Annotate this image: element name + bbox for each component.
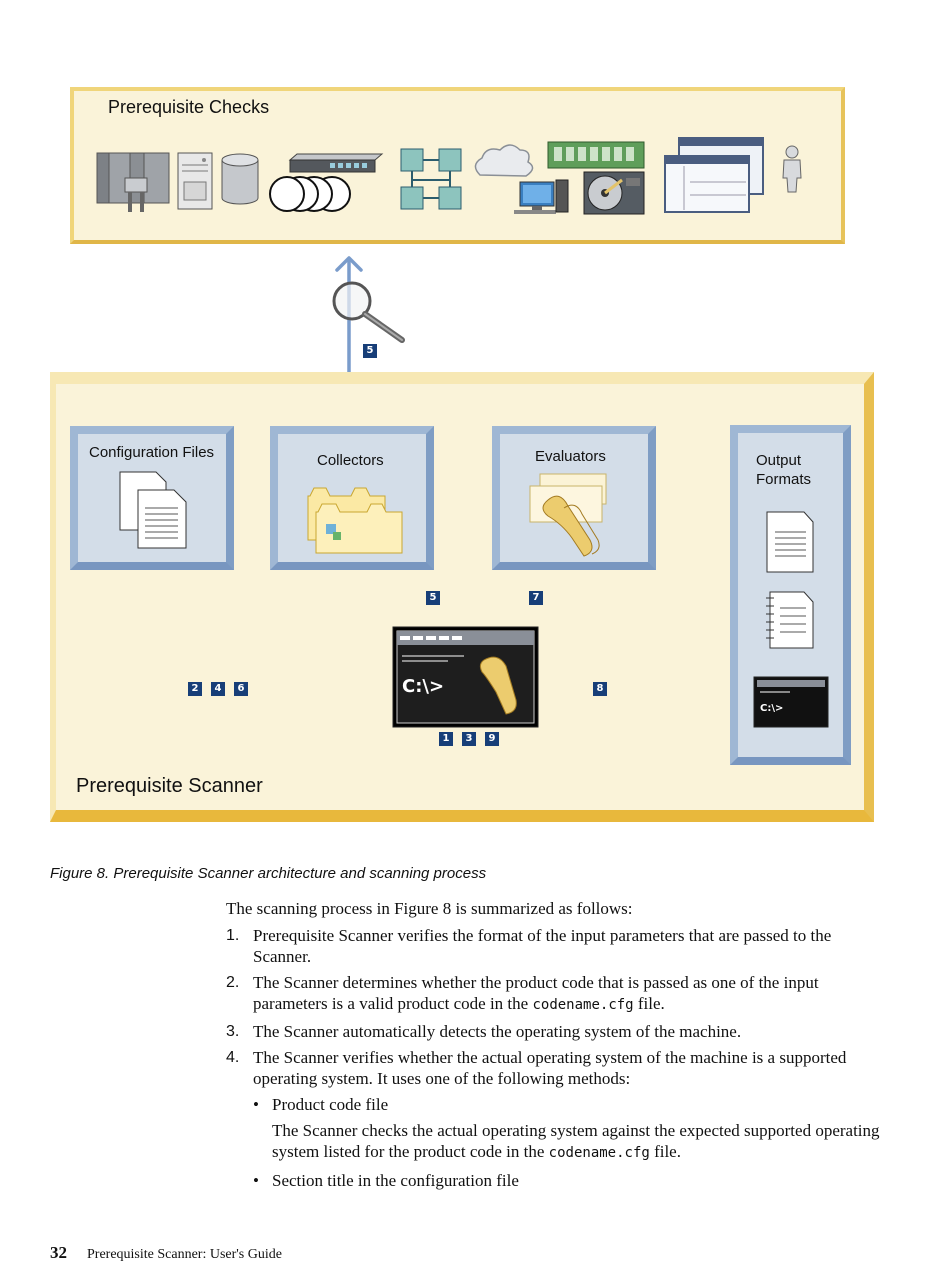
application-windows-icon [664, 137, 764, 213]
cloud-icon [474, 144, 534, 177]
desktop-computer-icon [514, 179, 569, 214]
folder-icon [307, 487, 403, 554]
bullet-mark: • [253, 1171, 259, 1190]
list-item: 3. The Scanner automatically detects the… [226, 1021, 886, 1042]
network-switch-icon [288, 153, 384, 173]
console-icon [392, 626, 539, 728]
list-item: 2. The Scanner determines whether the pr… [226, 972, 886, 1016]
hard-disk-icon [583, 171, 645, 215]
intro-paragraph: The scanning process in Figure 8 is summ… [226, 899, 633, 918]
page-number: 32 [50, 1243, 67, 1262]
box-icons: C:\> C:\> [119, 471, 829, 728]
step-badge: 6 [234, 682, 248, 696]
bullet-mark: • [253, 1095, 259, 1114]
step-badge: 3 [462, 732, 476, 746]
user-icon [782, 145, 802, 193]
tower-server-icon [177, 152, 213, 210]
scroll-icon [529, 473, 607, 557]
step-number: 1. [226, 927, 240, 944]
bullet-label: Section title in the configuration file [272, 1171, 519, 1190]
step-text: file. [633, 994, 665, 1013]
memory-module-icon [547, 141, 645, 169]
step-badge: 7 [529, 591, 543, 605]
list-item: • Product code file The Scanner checks t… [253, 1094, 886, 1164]
step-number: 4. [226, 1049, 240, 1066]
inline-code: codename.cfg [532, 997, 634, 1013]
document-icon [119, 471, 187, 549]
output-console-prompt: C:\> [760, 703, 783, 714]
output-formats-label-line1: Output [756, 452, 802, 469]
output-console-icon [753, 676, 829, 728]
step-badge: 9 [485, 732, 499, 746]
step-badge: 1 [439, 732, 453, 746]
database-icon [221, 153, 259, 205]
step-text: The Scanner verifies whether the actual … [253, 1048, 847, 1088]
step-number: 2. [226, 974, 240, 991]
guide-title: Prerequisite Scanner: User's Guide [87, 1247, 282, 1262]
list-item: • Section title in the configuration fil… [253, 1170, 886, 1191]
output-notebook-icon [766, 591, 814, 649]
evaluators-label: Evaluators [535, 448, 606, 465]
mainframe-icon [96, 152, 170, 212]
step-badge: 8 [593, 682, 607, 696]
body-text: The scanning process in Figure 8 is summ… [226, 898, 886, 1196]
list-item: 4. The Scanner verifies whether the actu… [226, 1047, 886, 1191]
description-text: file. [649, 1142, 681, 1161]
step-text: The Scanner automatically detects the op… [253, 1022, 742, 1041]
list-item: 1. Prerequisite Scanner verifies the for… [226, 925, 886, 967]
magnifier-icon [332, 281, 405, 343]
step-badge: 5 [426, 591, 440, 605]
page-footer: 32 Prerequisite Scanner: User's Guide [50, 1243, 282, 1263]
network-topology-icon [400, 148, 462, 210]
step-number: 3. [226, 1023, 240, 1040]
step-text: The Scanner determines whether the produ… [253, 973, 819, 1013]
console-prompt: C:\> [402, 676, 444, 697]
inline-code: codename.cfg [548, 1145, 650, 1161]
steps-list: 1. Prerequisite Scanner verifies the for… [226, 925, 886, 1191]
collectors-label: Collectors [317, 452, 384, 469]
output-document-icon [766, 511, 814, 573]
step-badge: 2 [188, 682, 202, 696]
output-formats-label-line2: Formats [756, 471, 812, 488]
prerequisite-checks-title: Prerequisite Checks [108, 97, 270, 117]
configuration-files-label: Configuration Files [89, 444, 215, 461]
figure-caption: Figure 8. Prerequisite Scanner architect… [50, 865, 487, 882]
prerequisite-scanner-title: Prerequisite Scanner [76, 775, 263, 797]
step-badge: 5 [363, 344, 377, 358]
step-badge: 4 [211, 682, 225, 696]
description-text: The Scanner checks the actual operating … [272, 1121, 880, 1161]
step-text: Prerequisite Scanner verifies the format… [253, 926, 832, 966]
bullet-label: Product code file [272, 1095, 389, 1114]
storage-rings-icon [269, 176, 351, 212]
bullet-description: The Scanner checks the actual operating … [272, 1120, 886, 1164]
methods-list: • Product code file The Scanner checks t… [253, 1094, 886, 1191]
